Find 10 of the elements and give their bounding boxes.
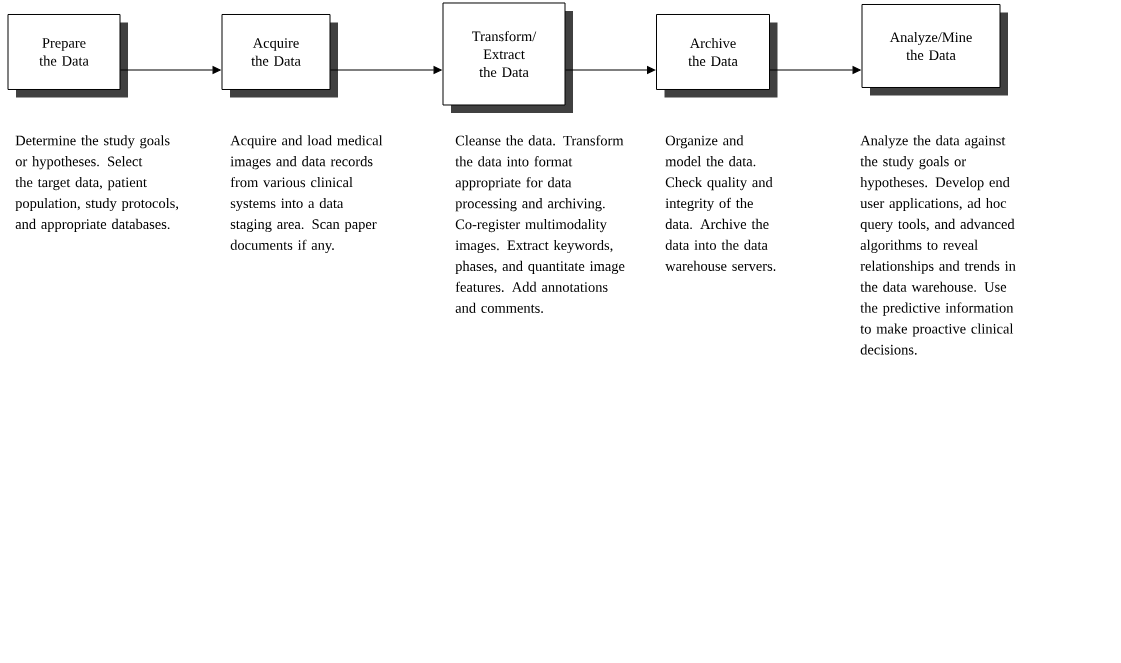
process-box: Archive the Data xyxy=(656,14,778,98)
description-text: Organize and model the data. Check quality and integrity of the data. Archive the data into the data warehouse servers. xyxy=(665,135,776,271)
process-box: Analyze/Mine the Data xyxy=(861,4,1008,96)
description-text: Determine the study goals or hypotheses. Select the target data, patient population, study protocols, and appropriate databases. xyxy=(15,135,178,232)
process-box: Transform/ Extract the Data xyxy=(442,2,573,113)
description-text: Cleanse the data. Transform the data into format appropriate for data processing and archiving. Co-register multimodality images. Extract keywords, phases, and quantitate image features. Add annotations and comments. xyxy=(455,135,625,313)
process-box: Acquire the Data xyxy=(221,14,338,98)
description-text: Acquire and load medical images and data records from various clinical systems into a data staging area. Scan paper documents if any. xyxy=(230,135,383,253)
description-text: Analyze the data against the study goals or hypotheses. Develop end user applications, ad hoc query tools, and advanced algorithms to reveal relationships and trends in the data warehouse. Use the predictive information to make proactive clinical decisions. xyxy=(860,135,1016,355)
process-box: Prepare the Data xyxy=(7,14,128,98)
